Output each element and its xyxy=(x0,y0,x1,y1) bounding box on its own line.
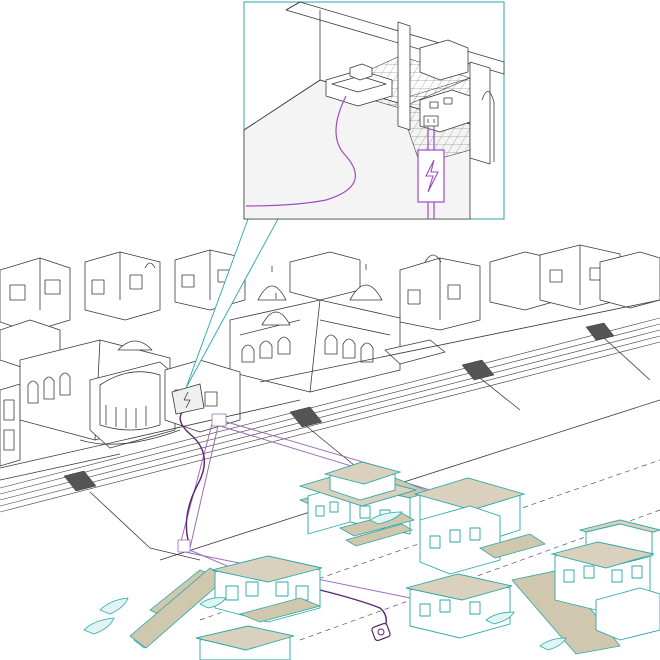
lightning-bolt-icon xyxy=(417,149,445,203)
floating-homes xyxy=(83,461,660,660)
interior-detail-callout xyxy=(243,1,505,220)
cable-connector xyxy=(371,622,391,642)
domed-palace xyxy=(229,264,446,393)
railway-track xyxy=(0,317,660,561)
town-background xyxy=(0,244,660,481)
meter-house xyxy=(171,383,205,415)
manor-house xyxy=(19,339,241,449)
